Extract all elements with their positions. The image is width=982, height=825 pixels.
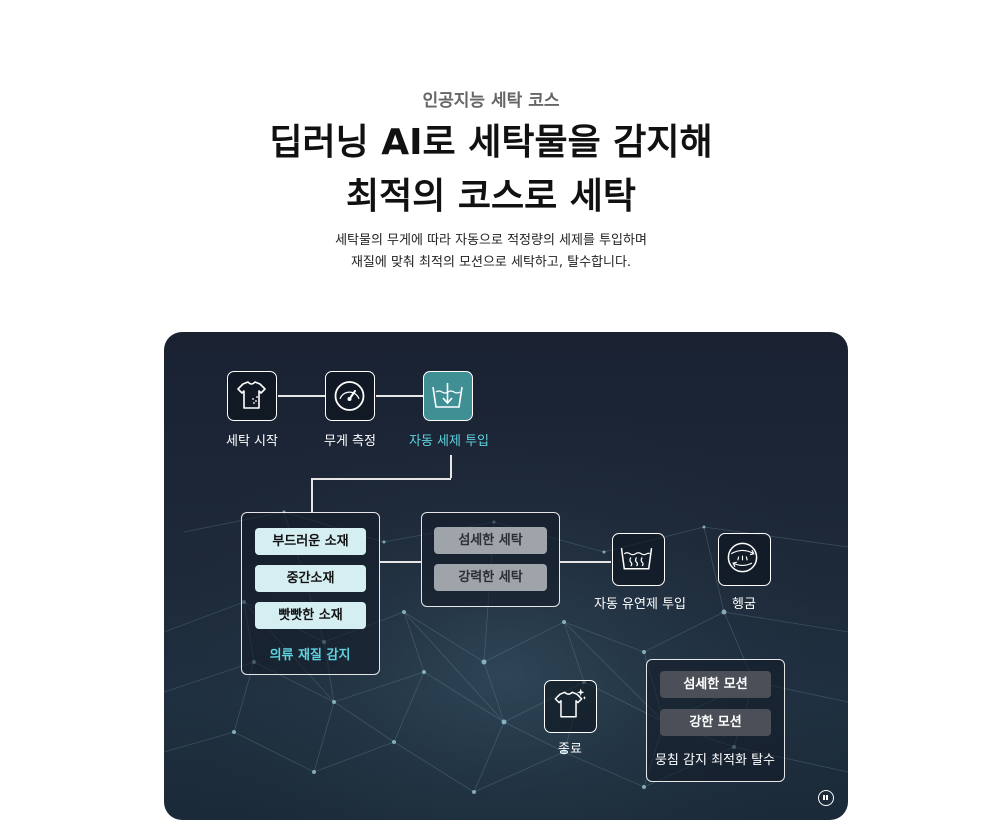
connector-weight-detergent	[376, 395, 423, 397]
wash-strong: 강력한 세탁	[434, 564, 547, 591]
connector-wash-softener	[559, 561, 611, 563]
spin-motion-caption: 뭉침 감지 최적화 탈수	[654, 753, 776, 768]
step-weight-measure-label: 무게 측정	[324, 434, 376, 449]
desc-line-2: 재질에 맞춰 최적의 모션으로 세탁하고, 탈수합니다.	[350, 255, 632, 270]
step-auto-softener-label: 자동 유연제 투입	[594, 597, 686, 612]
section-eyebrow: 인공지능 세탁 코스	[422, 91, 560, 111]
desc-line-1: 세탁물의 무게에 따라 자동으로 적정량의 세제를 투입하며	[335, 233, 647, 248]
title-line-2: 최적의 코스로 세탁	[345, 176, 637, 217]
step-end-label: 종료	[558, 742, 582, 757]
connector-horizontal	[311, 478, 451, 480]
fabric-medium: 중간소재	[255, 565, 366, 592]
fabric-stiff: 빳빳한 소재	[255, 602, 366, 629]
tshirt-icon	[237, 381, 266, 409]
step-auto-detergent	[423, 371, 473, 421]
spin-delicate-motion: 섬세한 모션	[660, 671, 771, 698]
connector-detergent-down	[450, 455, 452, 478]
detergent-icon	[432, 383, 463, 408]
page-title: 딥러닝 AI로 세탁물을 감지해 최적의 코스로 세탁	[0, 116, 982, 224]
softener-icon	[620, 547, 653, 570]
ai-wash-diagram: 세탁 시작 무게 측정 자동 세제 투입 부드러운 소재 중간소재 빳빳한 소재…	[164, 332, 848, 820]
rinse-icon	[727, 542, 758, 573]
connector-fabric-down	[311, 478, 313, 512]
title-line-1: 딥러닝 AI로 세탁물을 감지해	[269, 122, 713, 163]
step-end	[544, 680, 597, 733]
fabric-soft: 부드러운 소재	[255, 528, 366, 555]
section-description: 세탁물의 무게에 따라 자동으로 적정량의 세제를 투입하며 재질에 맞춰 최적…	[0, 230, 982, 274]
pause-button[interactable]	[818, 790, 834, 806]
step-rinse-label: 헹굼	[732, 597, 756, 612]
step-weight-measure	[325, 371, 375, 421]
clean-shirt-icon	[554, 688, 587, 718]
step-wash-start	[227, 371, 277, 421]
wash-delicate: 섬세한 세탁	[434, 527, 547, 554]
connector-fabric-wash	[379, 561, 421, 563]
step-auto-softener	[612, 533, 665, 586]
fabric-detection-caption: 의류 재질 감지	[269, 648, 351, 663]
connector-start-weight	[278, 395, 325, 397]
step-wash-start-label: 세탁 시작	[226, 434, 278, 449]
gauge-icon	[334, 381, 365, 411]
step-rinse	[718, 533, 771, 586]
spin-strong-motion: 강한 모션	[660, 709, 771, 736]
step-auto-detergent-label: 자동 세제 투입	[408, 434, 490, 449]
